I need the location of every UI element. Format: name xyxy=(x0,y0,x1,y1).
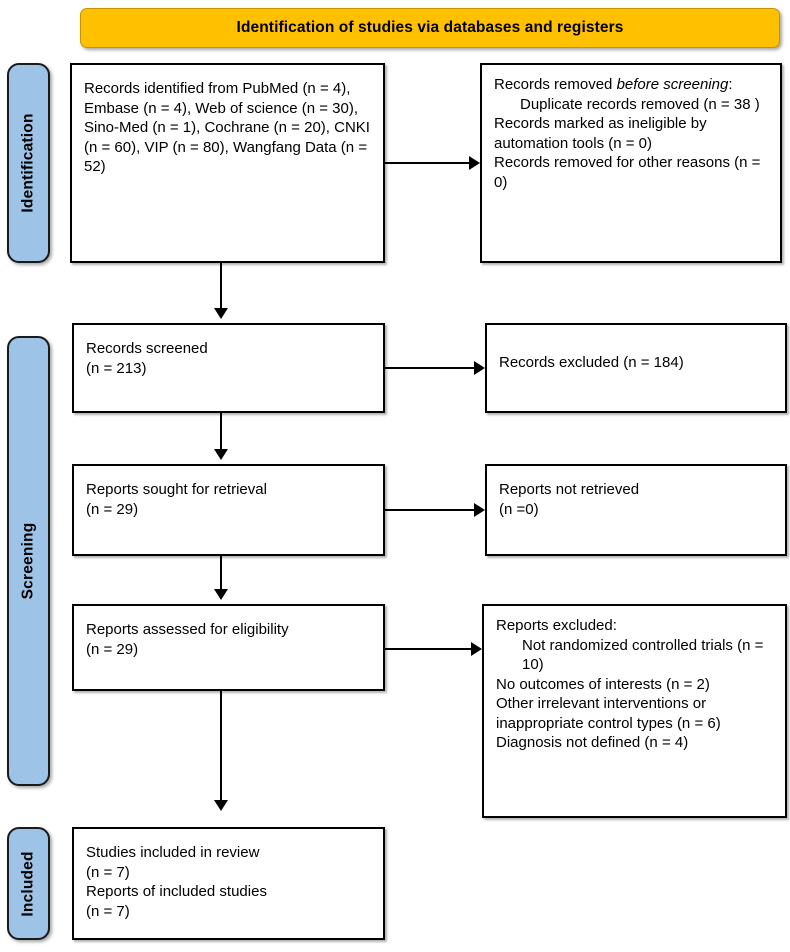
records-screened-line1: Records screened xyxy=(86,340,208,357)
connector-identified-to-screened xyxy=(220,263,222,310)
studies-included-line3: Reports of included studies xyxy=(86,883,267,900)
box-records-excluded: Records excluded (n = 184) xyxy=(485,323,787,413)
studies-included-line2: (n = 7) xyxy=(86,863,130,881)
connector-eligibility-to-reports-excluded xyxy=(385,648,471,650)
box-records-identified: Records identified from PubMed (n = 4), … xyxy=(70,63,385,263)
records-removed-item: Duplicate records removed (n = 38 ) xyxy=(520,95,760,113)
box-records-removed-before-screening: Records removed before screening: Duplic… xyxy=(480,63,782,263)
stage-label-included-text: Included xyxy=(19,850,37,917)
reports-assessed-line2: (n = 29) xyxy=(86,640,139,658)
stage-label-identification-text: Identification xyxy=(19,113,37,213)
reports-not-retrieved-line2: (n =0) xyxy=(499,500,539,518)
stage-label-screening: Screening xyxy=(7,336,50,786)
records-removed-heading: Records removed before screening: xyxy=(494,75,770,95)
connector-identified-to-removed xyxy=(385,162,469,164)
records-removed-heading-italic: before screening xyxy=(616,76,729,93)
box-reports-not-retrieved: Reports not retrieved (n =0) xyxy=(485,464,787,556)
reports-excluded-heading: Reports excluded: xyxy=(496,617,617,634)
reports-excluded-item: Not randomized controlled trials (n = 10… xyxy=(522,636,764,674)
arrow-head-identified-to-removed xyxy=(469,156,480,170)
box-reports-assessed-for-eligibility: Reports assessed for eligibility (n = 29… xyxy=(72,604,385,691)
records-screened-line2: (n = 213) xyxy=(86,359,147,377)
arrow-head-sought-to-eligibility xyxy=(214,589,228,600)
arrow-head-screened-to-excluded xyxy=(474,361,485,375)
studies-included-line1: Studies included in review xyxy=(86,844,260,861)
records-removed-heading-prefix: Records removed xyxy=(494,76,617,93)
arrow-head-screened-to-sought xyxy=(214,449,228,460)
reports-excluded-item: Other irrelevant interventions or inappr… xyxy=(496,695,721,732)
studies-included-line4: (n = 7) xyxy=(86,902,130,920)
reports-assessed-line1: Reports assessed for eligibility xyxy=(86,621,289,638)
reports-not-retrieved-line1: Reports not retrieved xyxy=(499,481,640,498)
arrow-head-eligibility-to-reports-excluded xyxy=(471,642,482,656)
connector-screened-to-sought xyxy=(220,413,222,450)
box-reports-sought-for-retrieval: Reports sought for retrieval (n = 29) xyxy=(72,464,385,556)
reports-sought-line2: (n = 29) xyxy=(86,500,139,518)
reports-excluded-item: Diagnosis not defined (n = 4) xyxy=(496,734,689,751)
connector-screened-to-excluded xyxy=(385,367,474,369)
stage-label-screening-text: Screening xyxy=(19,522,37,600)
header-banner: Identification of studies via databases … xyxy=(80,8,780,48)
stage-label-included: Included xyxy=(7,827,50,940)
connector-sought-to-eligibility xyxy=(220,556,222,590)
box-reports-excluded-reasons: Reports excluded: Not randomized control… xyxy=(482,604,787,818)
records-removed-item: Records marked as ineligible by automati… xyxy=(494,115,707,152)
records-excluded-line1: Records excluded (n = 184) xyxy=(499,354,684,371)
connector-eligibility-to-included xyxy=(220,691,222,801)
records-removed-heading-suffix: : xyxy=(728,76,733,93)
reports-sought-line1: Reports sought for retrieval xyxy=(86,481,267,498)
arrow-head-identified-to-screened xyxy=(214,308,228,319)
arrow-head-eligibility-to-included xyxy=(214,800,228,811)
box-studies-included: Studies included in review (n = 7) Repor… xyxy=(72,827,385,940)
box-records-screened: Records screened (n = 213) xyxy=(72,323,385,413)
arrow-head-sought-to-not-retrieved xyxy=(474,503,485,517)
records-removed-item: Records removed for other reasons (n = 0… xyxy=(494,154,761,191)
reports-excluded-item: No outcomes of interests (n = 2) xyxy=(496,675,710,693)
header-title: Identification of studies via databases … xyxy=(236,19,624,36)
records-identified-text: Records identified from PubMed (n = 4), … xyxy=(84,80,370,175)
connector-sought-to-not-retrieved xyxy=(385,509,474,511)
stage-label-identification: Identification xyxy=(7,63,50,263)
